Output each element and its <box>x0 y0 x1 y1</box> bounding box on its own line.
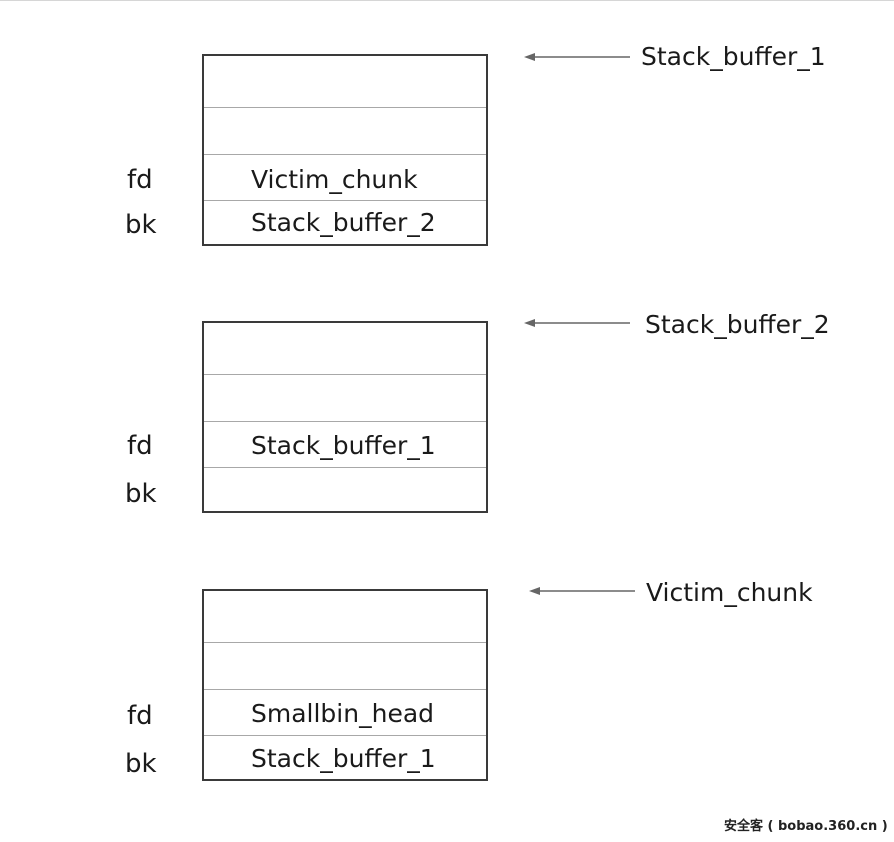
chunk-box: Smallbin_head Stack_buffer_1 <box>202 589 488 781</box>
fd-label: fd <box>127 165 153 195</box>
pointer-arrow-icon <box>529 587 635 595</box>
chunk-row-bk: Stack_buffer_2 <box>204 200 486 244</box>
chunk-box: Victim_chunk Stack_buffer_2 <box>202 54 488 246</box>
chunk-row-empty <box>204 374 486 421</box>
fd-label: fd <box>127 701 153 731</box>
top-divider <box>0 0 894 1</box>
bk-value: Stack_buffer_1 <box>251 744 436 773</box>
chunk-box: Stack_buffer_1 <box>202 321 488 513</box>
chunk-row-empty <box>204 591 486 642</box>
fd-value: Smallbin_head <box>251 699 435 728</box>
chunk-row-empty <box>204 56 486 107</box>
bk-label: bk <box>125 210 157 240</box>
chunk-title: Stack_buffer_2 <box>645 310 830 339</box>
fd-label: fd <box>127 431 153 461</box>
fd-value: Victim_chunk <box>251 165 418 194</box>
bk-label: bk <box>125 749 157 779</box>
chunk-row-bk: Stack_buffer_1 <box>204 735 486 779</box>
chunk-row-empty <box>204 642 486 689</box>
bk-label: bk <box>125 479 157 509</box>
chunk-row-fd: Smallbin_head <box>204 689 486 735</box>
bk-value: Stack_buffer_2 <box>251 208 436 237</box>
pointer-arrow-icon <box>524 53 630 61</box>
watermark: 安全客 ( bobao.360.cn ) <box>724 819 888 834</box>
chunk-row-bk <box>204 467 486 511</box>
chunk-row-fd: Stack_buffer_1 <box>204 421 486 467</box>
chunk-row-fd: Victim_chunk <box>204 154 486 200</box>
pointer-arrow-icon <box>524 319 630 327</box>
chunk-title: Victim_chunk <box>646 578 813 607</box>
chunk-title: Stack_buffer_1 <box>641 42 826 71</box>
chunk-row-empty <box>204 323 486 374</box>
fd-value: Stack_buffer_1 <box>251 431 436 460</box>
chunk-row-empty <box>204 107 486 154</box>
